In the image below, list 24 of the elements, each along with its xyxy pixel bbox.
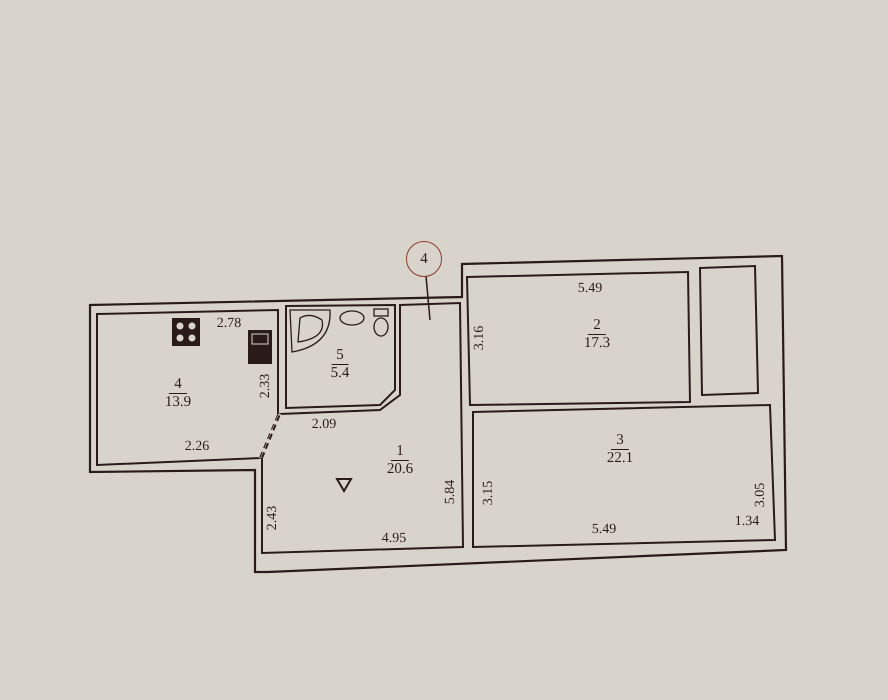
dimension-label: 1.34 bbox=[734, 514, 760, 530]
dimension-label: 5.84 bbox=[443, 480, 459, 504]
dimension-label: 4.95 bbox=[382, 531, 406, 547]
dimension-label: 2.09 bbox=[312, 417, 336, 433]
dimension-label: 5.49 bbox=[578, 281, 602, 297]
dimension-label: 2.26 bbox=[184, 439, 210, 455]
dimension-label: 2.78 bbox=[216, 316, 242, 332]
room-area: 5.4 bbox=[330, 365, 350, 382]
room-area: 17.3 bbox=[584, 335, 610, 352]
dimension-label: 3.15 bbox=[481, 480, 497, 506]
dimension-label: 5.49 bbox=[592, 522, 616, 538]
dimension-label: 3.05 bbox=[753, 482, 769, 508]
dimension-label: 3.16 bbox=[472, 326, 488, 350]
room-area: 13.9 bbox=[164, 394, 192, 411]
room-number: 3 bbox=[611, 432, 629, 450]
room-number: 1 bbox=[391, 443, 409, 461]
axis-marker: 4 bbox=[406, 241, 442, 277]
room-area: 20.6 bbox=[386, 461, 414, 478]
room-number: 4 bbox=[169, 376, 187, 394]
room-number: 2 bbox=[588, 317, 606, 335]
dimension-label: 2.33 bbox=[258, 374, 274, 398]
dimension-label: 2.43 bbox=[265, 506, 281, 530]
room-number: 5 bbox=[331, 347, 349, 365]
room-area: 22.1 bbox=[606, 450, 634, 467]
